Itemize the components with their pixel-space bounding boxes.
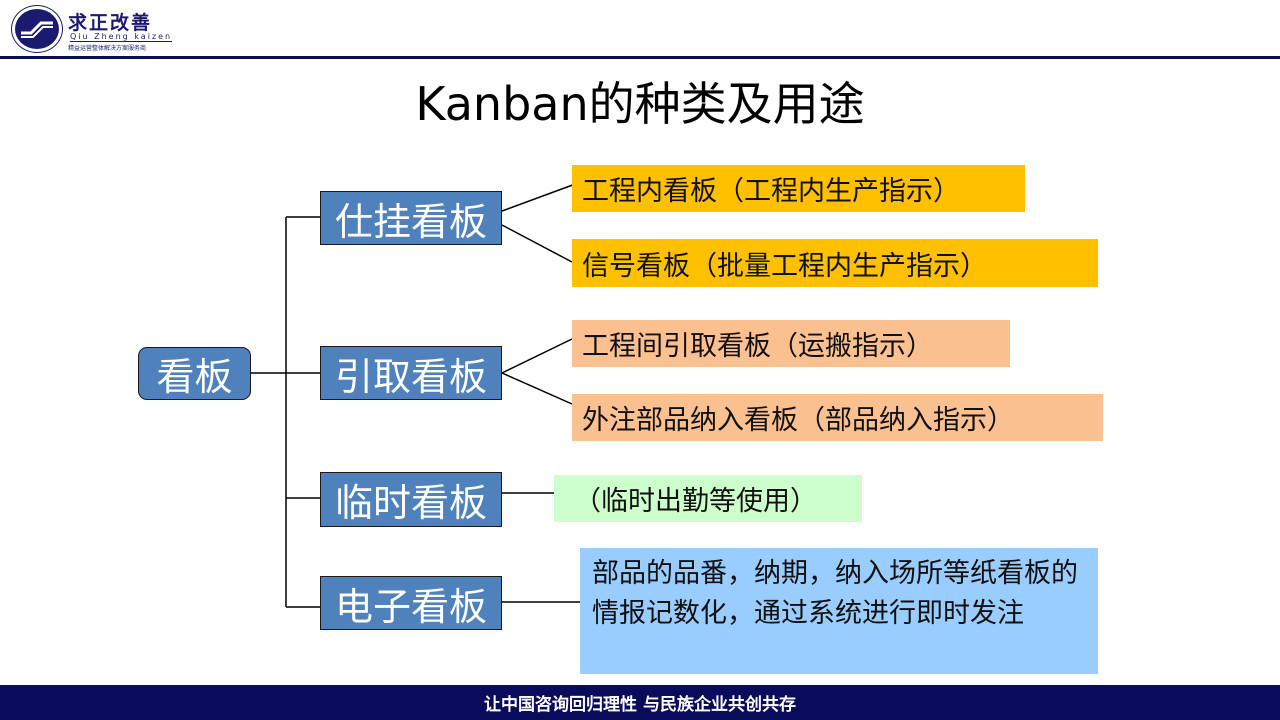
logo-name: 求正改善 <box>68 12 153 34</box>
category-node: 仕挂看板 <box>320 191 502 245</box>
logo-name-en: Qiu Zheng kaizen <box>70 32 173 42</box>
footer-slogan: 让中国咨询回归理性 与民族企业共创共存 <box>0 685 1280 720</box>
leaf-item: 信号看板（批量工程内生产指示） <box>572 239 1098 287</box>
page-title: Kanban的种类及用途 <box>415 77 865 131</box>
leaf-item: 工程间引取看板（运搬指示） <box>572 320 1010 367</box>
leaf-item: 工程内看板（工程内生产指示） <box>572 165 1025 212</box>
logo: 求正改善 Qiu Zheng kaizen 精益运营整体解决方案服务商 <box>12 6 187 52</box>
category-node: 电子看板 <box>320 576 502 630</box>
leaf-item: （临时出勤等使用） <box>554 475 862 522</box>
header-divider <box>0 56 1280 59</box>
category-node: 引取看板 <box>320 346 502 400</box>
root-node: 看板 <box>138 347 251 400</box>
logo-emblem-icon <box>12 6 62 52</box>
category-node: 临时看板 <box>320 472 502 527</box>
logo-tagline: 精益运营整体解决方案服务商 <box>68 45 147 52</box>
leaf-item: 外注部品纳入看板（部品纳入指示） <box>572 394 1103 441</box>
leaf-item: 部品的品番，纳期，纳入场所等纸看板的情报记数化，通过系统进行即时发注 <box>580 548 1098 674</box>
